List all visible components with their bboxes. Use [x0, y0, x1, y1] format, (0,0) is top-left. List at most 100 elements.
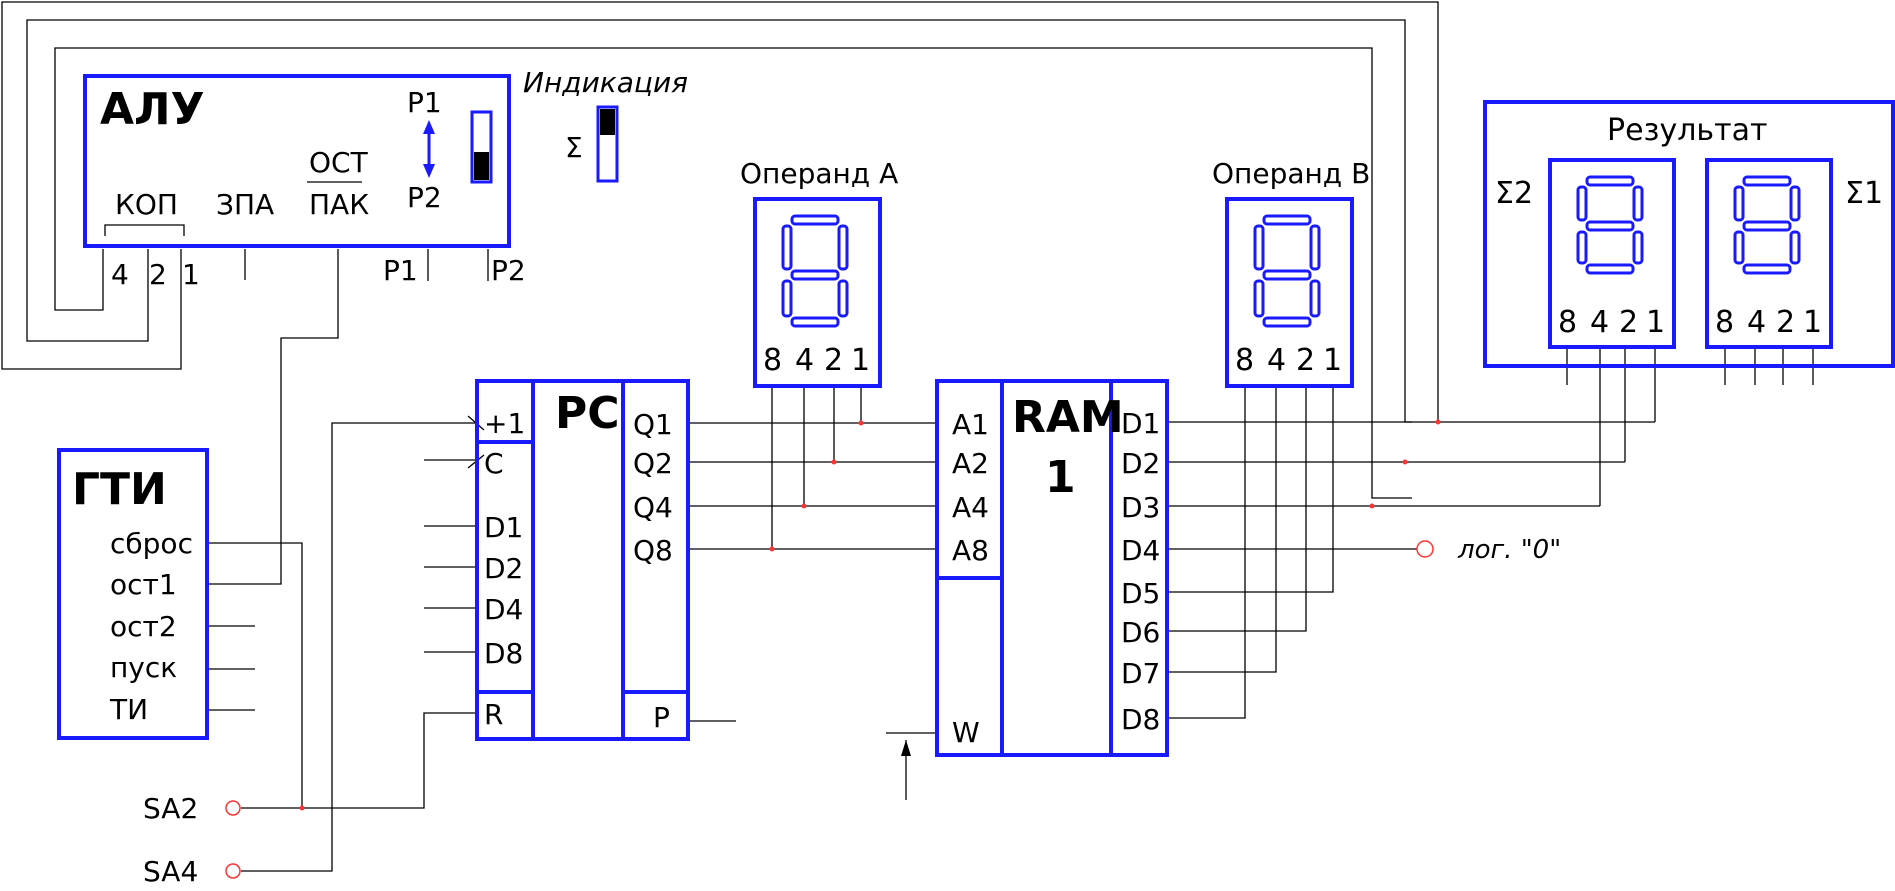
ram-data-d6: D6	[1121, 616, 1160, 649]
alu-pin-p1-label: P1	[383, 254, 418, 287]
ram-data-d2: D2	[1121, 447, 1160, 480]
result-right-bit: 8	[1715, 305, 1734, 340]
junction-dot	[299, 805, 305, 811]
alu-bit2-label: 2	[149, 258, 167, 291]
alu-kop-label: КОП	[115, 188, 178, 221]
wire-d7	[1167, 386, 1277, 673]
counter-title: PC	[555, 388, 620, 439]
gti-pin-ti: ТИ	[109, 693, 148, 726]
operand-b-bit: 2	[1296, 343, 1315, 378]
sa4-terminal	[225, 863, 241, 879]
alu-title: АЛУ	[100, 84, 205, 135]
junction-dot	[1435, 419, 1441, 425]
ram-block: RAM 1 A1 A2 A4 A8 W D1 D2 D3 D4 D5 D6 D7…	[935, 379, 1169, 757]
ram-data-d3: D3	[1121, 491, 1160, 524]
wire-alu-bit1-loop	[1, 1, 1439, 422]
sa4-label: SA4	[143, 855, 198, 888]
junctions	[299, 419, 1441, 811]
operand-a-title: Операнд А	[740, 157, 898, 190]
operand-b-seven-segment-display	[1253, 214, 1321, 328]
alu-p2-label: P2	[407, 181, 442, 214]
ram-data-d5: D5	[1121, 577, 1160, 610]
sa2-label: SA2	[143, 792, 198, 825]
result-left-seven-segment-display	[1576, 175, 1644, 275]
result-right-bit: 2	[1776, 305, 1795, 340]
gti-title: ГТИ	[72, 464, 167, 515]
ram-data-d8: D8	[1121, 703, 1160, 736]
result-right-seven-segment-display	[1733, 175, 1801, 275]
wire-alu-bit4-loop	[54, 47, 1412, 499]
alu-ost-label: ОСТ	[309, 146, 369, 179]
ram-addr-a8: A8	[952, 534, 989, 567]
result-right-bit: 1	[1803, 305, 1822, 340]
ram-data-d1: D1	[1121, 407, 1160, 440]
result-right-frame	[1705, 158, 1833, 349]
alu-mode-switch[interactable]	[470, 110, 493, 184]
wire-sa2	[241, 712, 477, 809]
logic-zero-terminal	[1416, 540, 1434, 558]
ram-addr-a2: A2	[952, 447, 989, 480]
ram-addr-a4: A4	[952, 491, 989, 524]
ram-write-w: W	[952, 716, 980, 749]
wire-gti-reset	[207, 542, 303, 808]
operand-b-bit: 1	[1323, 343, 1342, 378]
gti-pin-start: пуск	[110, 651, 177, 684]
operand-a-seven-segment-display	[781, 214, 849, 328]
indication-switch[interactable]	[596, 105, 619, 183]
junction-dot	[769, 546, 775, 552]
logic-zero-label: лог. "0"	[1457, 535, 1561, 565]
result-block: Результат Σ2 Σ1 8 4 2 1 8 4 2	[1483, 100, 1895, 368]
ram-title: RAM	[1012, 392, 1124, 443]
alu-zpa-label: ЗПА	[216, 188, 274, 221]
result-title: Результат	[1607, 113, 1767, 148]
alu-mode-switch-knob	[474, 152, 489, 180]
ram-data-d7: D7	[1121, 657, 1160, 690]
junction-dot	[831, 459, 837, 465]
counter-block: PC +1 C D1 D2 D4 D8 R Q1 Q2 Q4 Q8 P	[475, 379, 690, 741]
kop-bracket	[104, 224, 185, 236]
operand-b-bit: 8	[1235, 343, 1254, 378]
result-left-bit: 4	[1590, 305, 1609, 340]
gti-pin-reset: сброс	[110, 527, 193, 560]
wire-d5	[1167, 386, 1334, 593]
alu-pak-label: ПАК	[309, 188, 369, 221]
alu-block: АЛУ КОП ЗПА ОСТ ПАК P1 P2 4 2 1 P1 P2	[83, 74, 526, 291]
alu-p1-label: P1	[407, 86, 442, 119]
operand-b-bit: 4	[1267, 343, 1286, 378]
ram-addr-a1: A1	[952, 408, 989, 441]
wire-d8	[1167, 386, 1246, 719]
counter-out-q2: Q2	[633, 447, 673, 480]
counter-in-d2: D2	[484, 552, 523, 585]
operand-a-bit: 1	[851, 343, 870, 378]
arrow-down-icon	[423, 164, 435, 178]
wire-alu-bit2-loop	[26, 19, 1412, 423]
counter-out-q8: Q8	[633, 534, 673, 567]
operand-b-frame	[1225, 197, 1354, 388]
result-left-bit: 1	[1646, 305, 1665, 340]
result-left-frame	[1548, 158, 1676, 349]
indication-switch-knob	[600, 109, 615, 135]
ram-title-number: 1	[1045, 452, 1076, 503]
counter-out-q1: Q1	[633, 408, 673, 441]
counter-in-r: R	[484, 698, 503, 731]
junction-dot	[858, 420, 864, 426]
result-left-bit: 8	[1558, 305, 1577, 340]
counter-out-q4: Q4	[633, 491, 673, 524]
ram-data-d4: D4	[1121, 534, 1160, 567]
counter-in-c: C	[484, 447, 504, 480]
ram-frame	[935, 379, 1169, 757]
indication-title: Индикация	[523, 66, 688, 99]
alu-pin-p2-label: P2	[491, 254, 526, 287]
result-sigma2: Σ2	[1495, 176, 1533, 211]
indication-sigma: Σ	[565, 131, 583, 164]
indication-block: Индикация Σ	[523, 66, 688, 183]
operand-a-frame	[753, 197, 882, 388]
operand-b-block: Операнд В 8 4 2 1	[1212, 157, 1370, 388]
counter-out-p: P	[653, 701, 670, 734]
junction-dot	[1402, 459, 1408, 465]
operand-a-bit: 4	[795, 343, 814, 378]
write-arrow-head	[901, 740, 911, 756]
operand-a-bit: 2	[824, 343, 843, 378]
result-sigma1: Σ1	[1845, 176, 1883, 211]
